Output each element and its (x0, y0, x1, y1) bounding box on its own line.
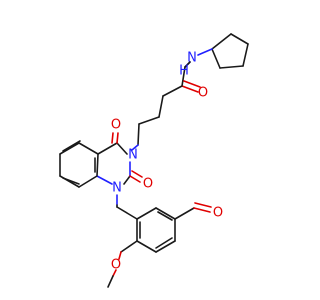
benzyl-group (107, 194, 212, 288)
bond (137, 123, 140, 146)
bond (181, 66, 186, 87)
nh-h-label: H (179, 64, 189, 79)
bond (194, 202, 212, 208)
bond (136, 240, 157, 253)
bond (111, 132, 114, 144)
bond (230, 33, 249, 45)
bond (118, 251, 122, 260)
bond (96, 175, 113, 185)
bond (131, 170, 143, 178)
alkyl-chain (137, 85, 183, 146)
bond (120, 240, 138, 253)
bond (129, 175, 141, 183)
atom-labels: N H O N O O N O O (111, 51, 223, 273)
bond (136, 207, 157, 220)
bond (131, 144, 139, 151)
bond (62, 177, 80, 185)
bond (155, 237, 173, 249)
bond (174, 207, 195, 220)
bond (184, 61, 191, 68)
bond (211, 48, 221, 69)
bond (123, 175, 131, 185)
bond (197, 48, 213, 56)
bond (62, 140, 81, 152)
o2-label: O (143, 177, 153, 192)
bond (155, 207, 176, 220)
nh-label: N (187, 51, 197, 66)
bond (138, 116, 160, 125)
bond (96, 153, 99, 177)
bond (78, 175, 98, 188)
bond (219, 65, 244, 69)
bond (193, 207, 211, 213)
bond (211, 33, 232, 50)
quinazolinedione-core (59, 132, 143, 188)
bond (158, 95, 164, 118)
bond (116, 132, 119, 144)
bond (181, 85, 199, 93)
methoxy-oxygen-label: O (111, 258, 121, 273)
bond (155, 240, 176, 253)
bond (97, 142, 118, 155)
aldehyde-oxygen-label: O (213, 206, 223, 221)
n3-label: N (128, 148, 138, 163)
bond (78, 142, 99, 155)
amide-group (181, 48, 213, 93)
bond (107, 275, 114, 288)
bond (157, 211, 173, 221)
bond (116, 206, 138, 220)
bond (162, 85, 183, 97)
o4-label: O (111, 118, 121, 133)
bond (112, 269, 117, 277)
amide-oxygen-label: O (198, 86, 208, 101)
bond (116, 142, 128, 155)
bond (242, 43, 249, 67)
cyclopentyl-ring (211, 33, 249, 69)
n1-label: N (112, 181, 122, 196)
bond (183, 80, 201, 88)
molecule-structure: N H O N O O N O O (59, 33, 249, 288)
bond (59, 142, 80, 155)
